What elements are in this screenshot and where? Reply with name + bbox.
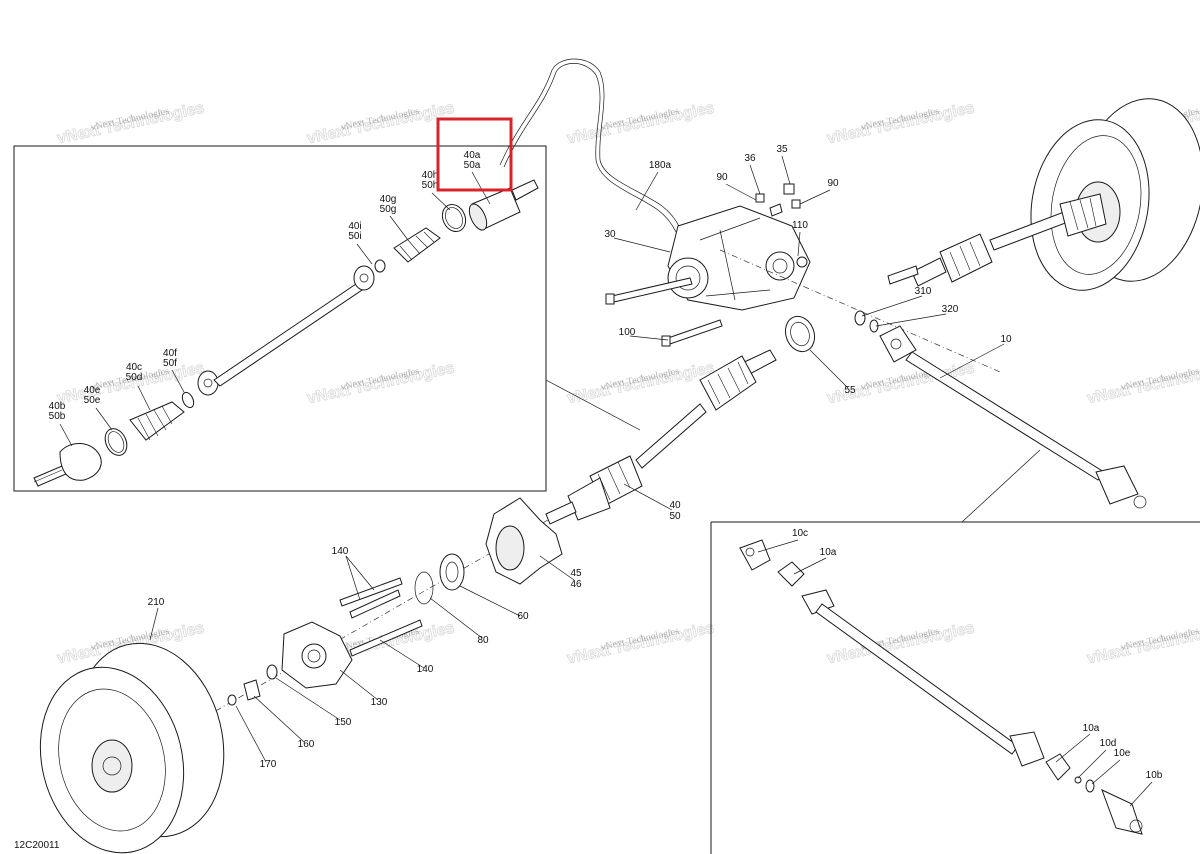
part-callout-30: 30 xyxy=(604,229,616,240)
part-callout-10a: 10a xyxy=(1083,723,1100,734)
part-callout-100: 100 xyxy=(619,327,636,338)
part-callout-150: 150 xyxy=(335,717,352,728)
part-callout-160: 160 xyxy=(298,739,315,750)
knuckle-hub-assembly xyxy=(227,497,563,706)
part-callout-40a: 40a xyxy=(464,150,481,161)
part-callout-40g: 40g xyxy=(380,194,397,205)
part-callout-45: 45 xyxy=(570,568,582,579)
part-callout-40h: 40h xyxy=(422,170,439,181)
part-callout-90: 90 xyxy=(716,172,728,183)
part-callout-50d: 50d xyxy=(126,372,143,383)
part-callout-180a: 180a xyxy=(649,160,672,171)
part-callout-140: 140 xyxy=(332,546,349,557)
part-callout-50f: 50f xyxy=(163,358,177,369)
part-callout-10e: 10e xyxy=(1114,748,1131,759)
rear-differential-assembly xyxy=(499,58,811,347)
left-wheel-assembly xyxy=(39,642,225,854)
part-callout-46: 46 xyxy=(570,579,582,590)
part-callout-40b: 40b xyxy=(49,401,66,412)
part-callout-50i: 50i xyxy=(348,231,361,242)
part-callout-50a: 50a xyxy=(464,160,481,171)
part-callout-50h: 50h xyxy=(422,180,439,191)
part-callout-60: 60 xyxy=(517,611,529,622)
part-callout-10b: 10b xyxy=(1146,770,1163,781)
callout-labels: 40a50a40h50h40g50g40i50i40f50f40c50d40e5… xyxy=(49,144,1163,781)
part-callout-40c: 40c xyxy=(126,362,142,373)
part-callout-170: 170 xyxy=(260,759,277,770)
part-callout-36: 36 xyxy=(744,153,756,164)
part-callout-50g: 50g xyxy=(380,204,397,215)
inset-connector-line xyxy=(545,379,641,431)
part-callout-140: 140 xyxy=(417,664,434,675)
part-callout-40e: 40e xyxy=(84,385,101,396)
part-callout-35: 35 xyxy=(776,144,788,155)
main-half-shaft xyxy=(199,315,816,721)
part-callout-310: 310 xyxy=(915,286,932,297)
part-callout-10: 10 xyxy=(1000,334,1012,345)
part-callout-50e: 50e xyxy=(84,395,101,406)
inset-half-shaft-parts xyxy=(33,179,539,487)
part-callout-10a: 10a xyxy=(820,547,837,558)
part-callout-10d: 10d xyxy=(1100,738,1117,749)
part-callout-130: 130 xyxy=(371,697,388,708)
leader-lines xyxy=(59,155,1153,807)
part-callout-50b: 50b xyxy=(49,411,66,422)
part-callout-50: 50 xyxy=(669,511,681,522)
part-callout-90: 90 xyxy=(827,178,839,189)
inset-connector-line-2 xyxy=(961,449,1041,523)
part-callout-110: 110 xyxy=(792,220,808,231)
highlight-box-40a-50a[interactable] xyxy=(436,117,513,192)
propshaft-inset-parts xyxy=(739,539,1143,835)
diagram-code-label: 12C20011 xyxy=(14,840,60,851)
part-callout-210: 210 xyxy=(148,597,165,608)
propeller-shaft xyxy=(719,249,1147,509)
part-callout-55: 55 xyxy=(844,385,856,396)
part-callout-40f: 40f xyxy=(163,348,177,359)
part-callout-10c: 10c xyxy=(792,528,808,539)
inset-frame-driveshaft-detail xyxy=(13,145,547,492)
part-callout-40i: 40i xyxy=(348,221,361,232)
part-callout-320: 320 xyxy=(942,304,959,315)
part-callout-80: 80 xyxy=(477,635,489,646)
part-callout-40: 40 xyxy=(669,500,681,511)
right-wheel-assembly xyxy=(887,98,1200,291)
